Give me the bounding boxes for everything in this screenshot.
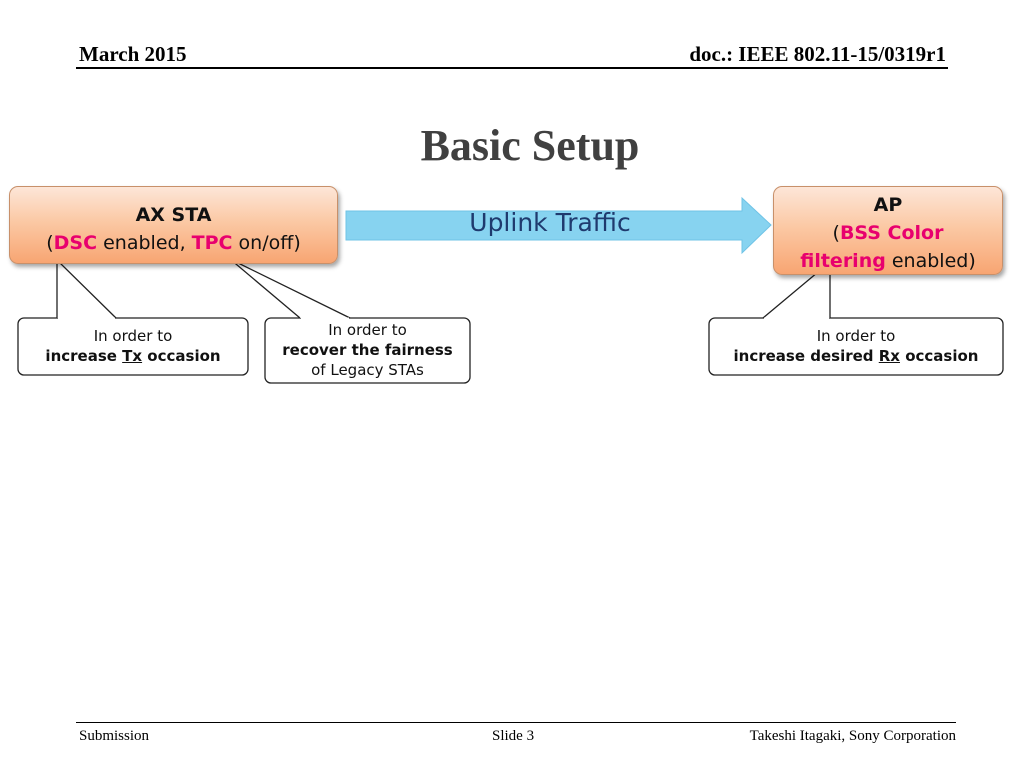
callout-tx-underlined: Tx bbox=[122, 347, 143, 365]
uplink-traffic-label: Uplink Traffic bbox=[469, 208, 631, 237]
ax-sta-name: AX STA bbox=[135, 204, 212, 226]
callout-tx-line2: increase Tx occasion bbox=[18, 346, 248, 366]
ap-feature-line1: (BSS Color bbox=[774, 219, 1002, 247]
callout-rx-box bbox=[708, 317, 1004, 376]
ax-sta-features: (DSC enabled, TPC on/off) bbox=[10, 229, 337, 257]
footer-submission: Submission bbox=[79, 728, 150, 744]
ap-end: enabled) bbox=[885, 250, 976, 272]
callout-tx-pointer bbox=[56, 258, 117, 319]
ax-sta-paren-open: ( bbox=[46, 232, 54, 254]
callout-rx-line1: In order to bbox=[816, 327, 896, 345]
dsc-label: DSC bbox=[53, 232, 98, 254]
callout-tx-box bbox=[17, 317, 249, 376]
header-doc-id: doc.: IEEE 802.11-15/0319r1 bbox=[689, 42, 946, 66]
header-date: March 2015 bbox=[79, 42, 187, 66]
callout-fairness-pointer bbox=[229, 258, 351, 319]
callout-fairness-box bbox=[264, 317, 471, 384]
ax-sta-node: AX STA (DSC enabled, TPC on/off) bbox=[9, 186, 338, 264]
callout-fairness-line2: recover the fairness bbox=[282, 341, 453, 359]
callout-rx-post: occasion bbox=[899, 347, 979, 365]
callout-rx-underlined: Rx bbox=[878, 347, 900, 365]
ap-feature-line2: filtering enabled) bbox=[774, 247, 1002, 275]
filtering-label: filtering bbox=[800, 250, 886, 272]
ax-sta-end: on/off) bbox=[232, 232, 301, 254]
ax-sta-mid: enabled, bbox=[97, 232, 192, 254]
footer-slide-number: Slide 3 bbox=[492, 728, 535, 744]
callout-fairness: In order to recover the fairness of Lega… bbox=[265, 318, 470, 383]
ap-name: AP bbox=[873, 194, 903, 216]
slide-title: Basic Setup bbox=[420, 121, 640, 170]
header-divider bbox=[76, 67, 948, 69]
callout-tx-pre: increase bbox=[45, 347, 123, 365]
callout-rx-line2: increase desired Rx occasion bbox=[709, 346, 1003, 366]
callout-rx: In order to increase desired Rx occasion bbox=[709, 318, 1003, 375]
ap-paren-open: ( bbox=[832, 222, 840, 244]
footer-author: Takeshi Itagaki, Sony Corporation bbox=[749, 728, 956, 744]
callout-fairness-line1: In order to bbox=[328, 321, 407, 339]
callout-tx-post: occasion bbox=[142, 347, 221, 365]
callout-tx: In order to increase Tx occasion bbox=[18, 318, 248, 375]
tpc-label: TPC bbox=[191, 232, 233, 254]
callout-fairness-line3: of Legacy STAs bbox=[311, 361, 424, 379]
callout-rx-pre: increase desired bbox=[733, 347, 879, 365]
bss-color-label: BSS Color bbox=[839, 222, 944, 244]
callout-tx-line1: In order to bbox=[93, 327, 173, 345]
uplink-arrow-shape bbox=[345, 196, 772, 255]
footer-divider bbox=[76, 722, 956, 723]
ap-node: AP (BSS Color filtering enabled) bbox=[773, 186, 1003, 275]
